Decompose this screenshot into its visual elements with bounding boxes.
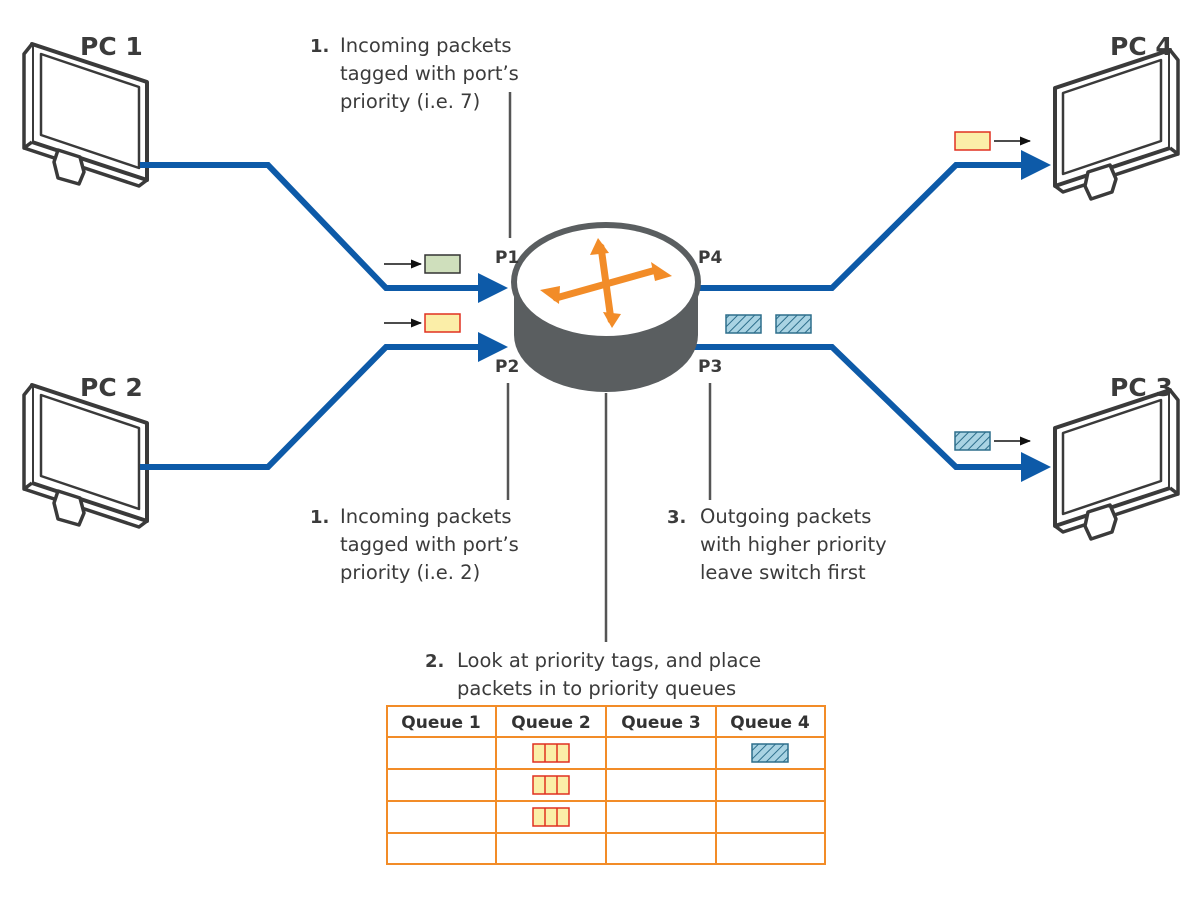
port-p4-label: P4 — [698, 248, 722, 268]
step1-top-line-3: priority (i.e. 7) — [340, 90, 480, 113]
pc2-to-p2-cable — [140, 332, 508, 470]
priority-queue-table: Queue 1 Queue 2 Queue 3 Queue 4 — [386, 705, 826, 865]
step1-top-note: 1. Incoming packets tagged with port’s p… — [310, 34, 519, 113]
pc4-label: PC 4 — [1110, 32, 1173, 61]
port-p2-label: P2 — [495, 357, 519, 377]
step1-top-line-2: tagged with port’s — [340, 62, 519, 85]
step1-bottom-line-3: priority (i.e. 2) — [340, 561, 480, 584]
queue-2-packet-1 — [532, 743, 570, 763]
step3-line-3: leave switch first — [700, 561, 866, 584]
step1-bottom-number: 1. — [310, 507, 329, 528]
step3-number: 3. — [667, 507, 686, 528]
step1-bottom-line-1: Incoming packets — [340, 505, 512, 528]
incoming-packet-p1 — [384, 254, 461, 274]
pc1-label: PC 1 — [80, 32, 143, 61]
step1-top-line-1: Incoming packets — [340, 34, 512, 57]
step3-note: 3. Outgoing packets with higher priority… — [667, 505, 887, 584]
queue-1-header: Queue 1 — [401, 713, 480, 733]
p3-to-pc3-cable — [694, 344, 1051, 482]
queue-2-packet-2 — [532, 775, 570, 795]
port-p1-label: P1 — [495, 248, 519, 268]
outgoing-packet-to-pc3 — [954, 431, 1032, 451]
pc1-to-p1-cable — [140, 162, 508, 303]
p4-to-pc4-cable — [694, 150, 1051, 291]
queue-3-header: Queue 3 — [621, 713, 700, 733]
pc2-label: PC 2 — [80, 373, 143, 402]
port-p3-label: P3 — [698, 357, 722, 377]
pc4-monitor-icon — [1053, 48, 1180, 201]
step2-note: 2. Look at priority tags, and place pack… — [425, 649, 761, 700]
incoming-packet-p2 — [384, 313, 461, 333]
outgoing-packet-to-pc4 — [954, 131, 1032, 151]
pc3-label: PC 3 — [1110, 373, 1173, 402]
step2-number: 2. — [425, 651, 444, 672]
queue-2-header: Queue 2 — [511, 713, 590, 733]
outgoing-packets-p3-queue — [725, 314, 812, 334]
step3-line-2: with higher priority — [700, 533, 887, 556]
step3-line-1: Outgoing packets — [700, 505, 871, 528]
queue-2-packet-3 — [532, 807, 570, 827]
pc3-monitor-icon — [1053, 388, 1180, 541]
step2-line-2: packets in to priority queues — [457, 677, 736, 700]
queue-4-header: Queue 4 — [730, 713, 810, 733]
queue-4-packet-1 — [751, 743, 789, 763]
pc1-monitor-icon — [22, 42, 149, 188]
switch-arrows-icon — [540, 238, 672, 328]
network-switch-icon — [511, 222, 701, 392]
pc2-monitor-icon — [22, 383, 149, 529]
step1-bottom-note: 1. Incoming packets tagged with port’s p… — [310, 505, 519, 584]
step1-bottom-line-2: tagged with port’s — [340, 533, 519, 556]
step2-line-1: Look at priority tags, and place — [457, 649, 761, 672]
step1-top-number: 1. — [310, 36, 329, 57]
